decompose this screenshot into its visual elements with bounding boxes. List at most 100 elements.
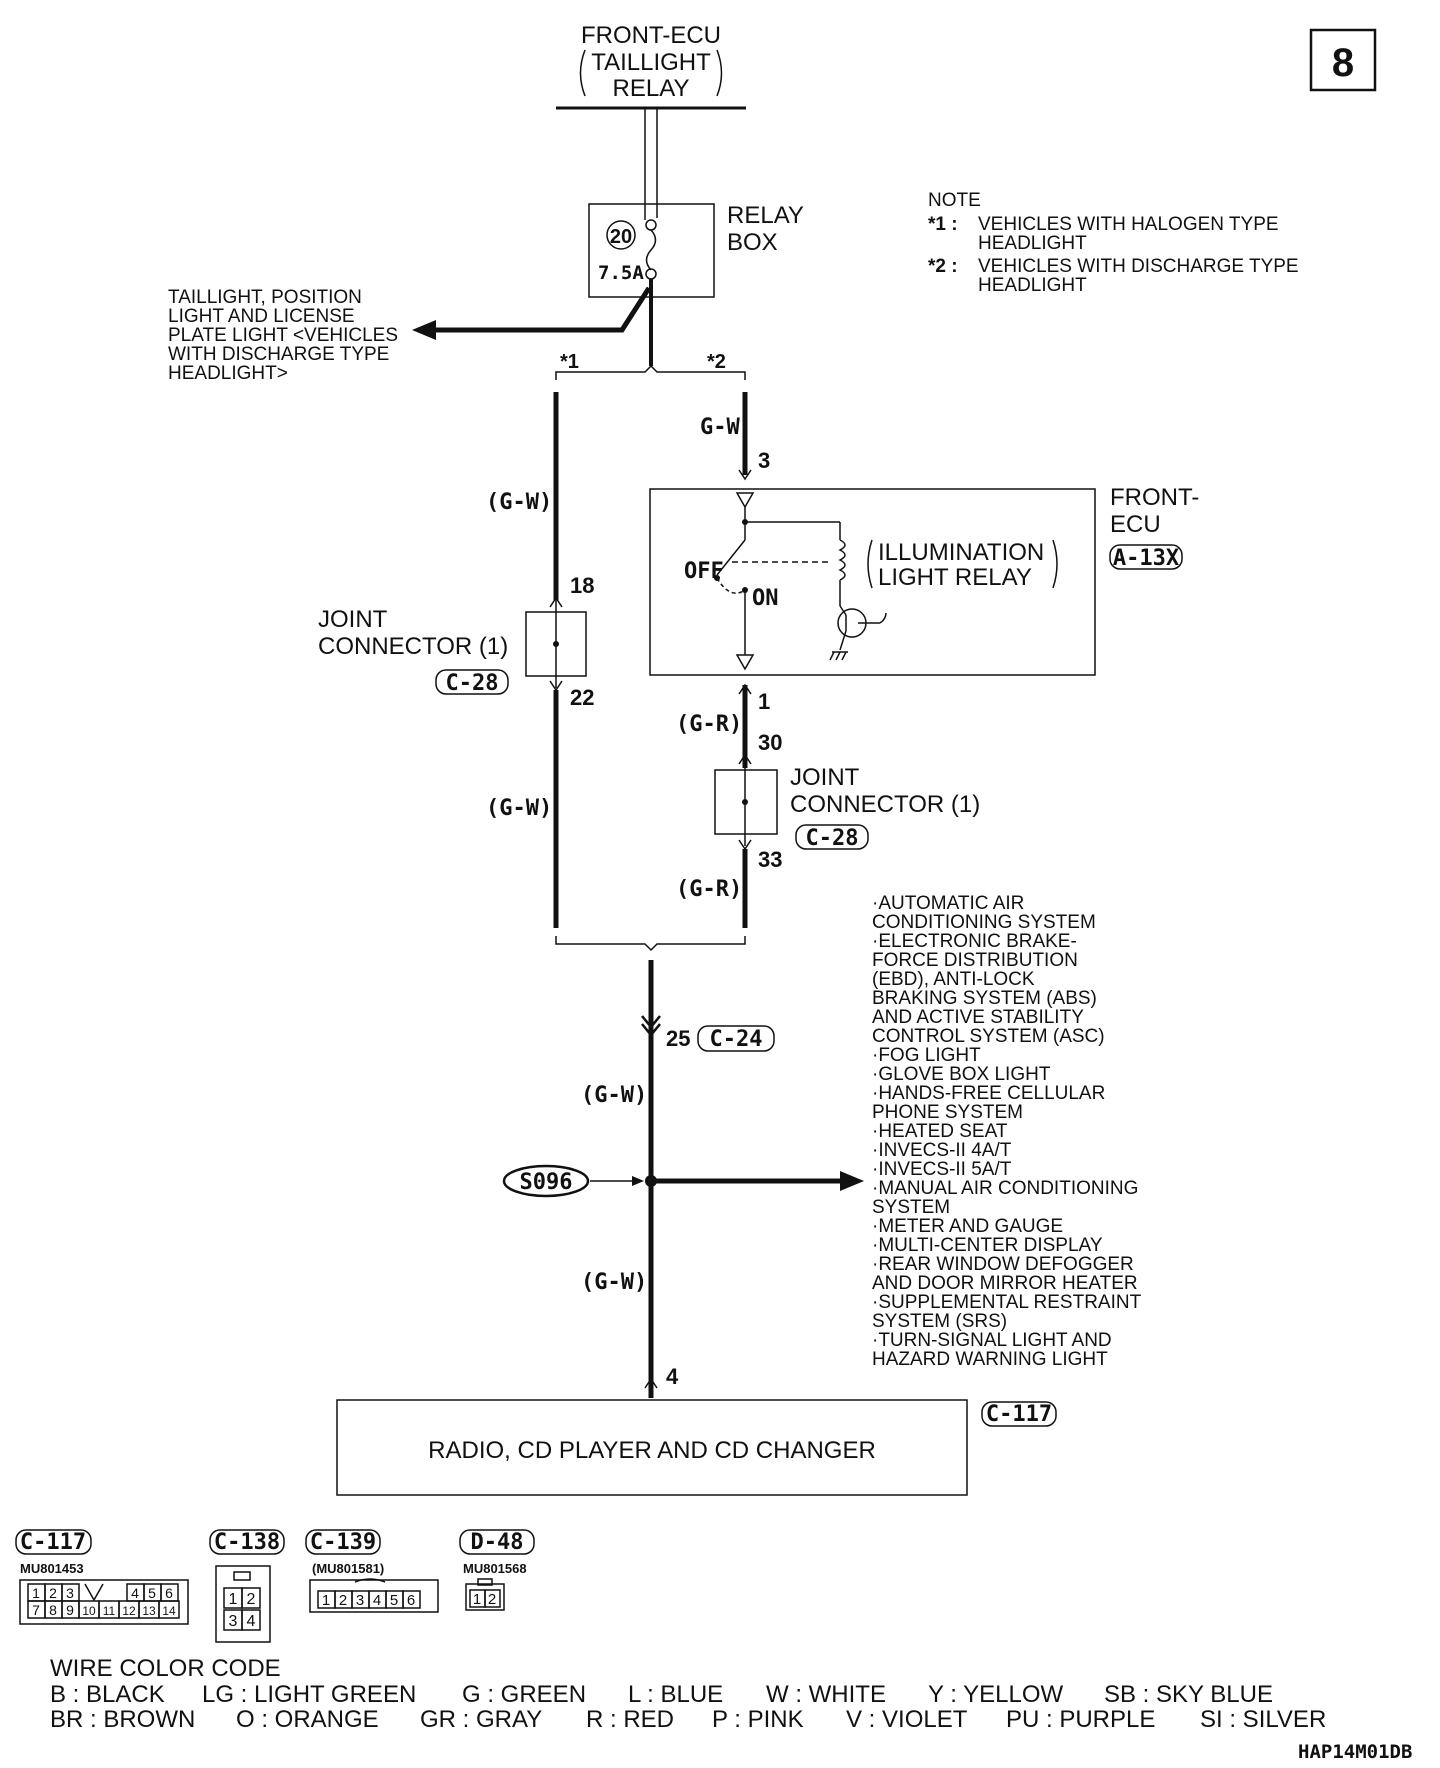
svg-text:6: 6 [407,1592,415,1609]
d48-badge [459,1529,535,1555]
svg-text:3: 3 [66,1585,74,1601]
note-title: NOTE [928,190,981,211]
svg-text:6: 6 [165,1585,173,1601]
variant-right: *2 [707,351,726,373]
page-number: 8 [1332,41,1354,85]
relay-switch-contact [716,539,746,576]
note-item-2-line1: VEHICLES WITH DISCHARGE TYPE [978,256,1299,277]
pin-25: 25 [666,1026,690,1051]
svg-text:4: 4 [131,1585,139,1601]
relay-box-label-line1: RELAY [727,202,804,229]
svg-text:12: 12 [122,1604,136,1618]
joint-right-line1: JOINT [790,764,860,791]
joint-right-connector: C-28 [806,826,859,851]
svg-text:PU : PURPLE: PU : PURPLE [1006,1706,1155,1733]
pin-4: 4 [666,1364,679,1389]
svg-text:14: 14 [162,1604,176,1618]
left-wire-label-1: (G-W) [486,490,552,515]
system-line: CONDITIONING SYSTEM [872,912,1096,933]
radio-connector-badge [981,1401,1057,1427]
svg-text:2: 2 [49,1585,57,1601]
merge-brace [555,936,746,952]
svg-text:SB : SKY BLUE: SB : SKY BLUE [1104,1681,1273,1708]
variant-brace [555,364,746,380]
svg-text:GR : GRAY: GR : GRAY [420,1706,542,1733]
svg-text:13: 13 [142,1604,156,1618]
top-source-line3: RELAY [613,75,690,102]
pin-30: 30 [758,730,782,755]
system-line: ·METER AND GAUGE [872,1216,1063,1237]
system-line: ·TURN-SIGNAL LIGHT AND [872,1330,1112,1351]
svg-text:1: 1 [473,1591,481,1608]
svg-text:11: 11 [103,1604,116,1618]
svg-text:P : PINK: P : PINK [712,1706,804,1733]
fuse-rating: 7.5A [598,262,644,284]
c138-code: C-138 [214,1530,280,1555]
svg-text:O : ORANGE: O : ORANGE [236,1706,379,1733]
system-line: ·MULTI-CENTER DISPLAY [872,1235,1103,1256]
c24-badge [697,1025,775,1052]
fuse-number-circle [606,220,636,250]
system-line: FORCE DISTRIBUTION [872,950,1078,971]
system-line: PHONE SYSTEM [872,1102,1023,1123]
joint-left-line1: JOINT [318,606,388,633]
system-line: ·INVECS-II 4A/T [872,1140,1012,1161]
right-wire-label-top: G-W [700,415,740,440]
splice-badge [502,1164,590,1198]
svg-text:2: 2 [488,1591,496,1608]
system-line: SYSTEM [872,1197,950,1218]
svg-text:3: 3 [229,1613,238,1630]
svg-text:1: 1 [32,1585,40,1601]
joint-left-line2: CONNECTOR (1) [318,633,508,660]
taillight-line3: PLATE LIGHT <VEHICLES [168,325,398,346]
c139-pin-grid: 1 2 3 4 5 6 [317,1590,421,1609]
taillight-branch-arrow [412,320,436,340]
fuse-number: 20 [610,226,632,248]
c117-key-icon [84,1583,104,1602]
front-ecu-label-line2: ECU [1110,511,1161,538]
switch-on-label: ON [752,586,779,611]
c117-code: C-117 [20,1530,86,1555]
c117-part: MU801453 [20,1561,84,1576]
relay-label-line1: ILLUMINATION [878,539,1044,566]
system-line: SYSTEM (SRS) [872,1311,1007,1332]
taillight-line2: LIGHT AND LICENSE [168,306,355,327]
splice-branch-arrow [840,1171,864,1191]
svg-text:Y : YELLOW: Y : YELLOW [928,1681,1064,1708]
c117-badge [15,1529,92,1555]
system-line: BRAKING SYSTEM (ABS) [872,988,1097,1009]
system-line: ·MANUAL AIR CONDITIONING [872,1178,1138,1199]
relay-label-line2: LIGHT RELAY [878,564,1032,591]
svg-text:2: 2 [339,1592,347,1609]
svg-text:G : GREEN: G : GREEN [462,1681,586,1708]
pin-33: 33 [758,847,782,872]
svg-text:L : BLUE: L : BLUE [628,1681,723,1708]
c117-connector-face [19,1579,189,1625]
svg-text:5: 5 [148,1585,156,1601]
svg-text:B : BLACK: B : BLACK [50,1681,165,1708]
system-line: ·HANDS-FREE CELLULAR [872,1083,1105,1104]
svg-text:W : WHITE: W : WHITE [766,1681,886,1708]
wire-color-row-2: BR : BROWN O : ORANGE GR : GRAY R : RED … [50,1706,1326,1733]
svg-text:5: 5 [390,1592,398,1609]
d48-code: D-48 [471,1530,524,1555]
wire-color-code-title: WIRE COLOR CODE [50,1655,281,1682]
front-ecu-label-line1: FRONT- [1110,484,1199,511]
svg-text:4: 4 [373,1592,381,1609]
note-item-2-line2: HEADLIGHT [978,275,1087,296]
system-line: AND DOOR MIRROR HEATER [872,1273,1138,1294]
taillight-line4: WITH DISCHARGE TYPE [168,344,389,365]
diagram-code: HAP14M01DB [1298,1741,1412,1763]
joint-right-connector-badge [795,824,869,850]
svg-text:10: 10 [82,1604,96,1618]
c139-part: (MU801581) [312,1561,384,1576]
front-ecu-box [649,488,1096,676]
radio-label: RADIO, CD PLAYER AND CD CHANGER [428,1437,876,1464]
taillight-line5: HEADLIGHT> [168,363,288,384]
left-wire-label-2: (G-W) [486,796,552,821]
svg-text:9: 9 [66,1602,74,1618]
svg-text:1: 1 [322,1592,330,1609]
pin-18: 18 [570,573,594,598]
front-ecu-connector: A-13X [1113,546,1179,571]
system-line: HAZARD WARNING LIGHT [872,1349,1108,1370]
